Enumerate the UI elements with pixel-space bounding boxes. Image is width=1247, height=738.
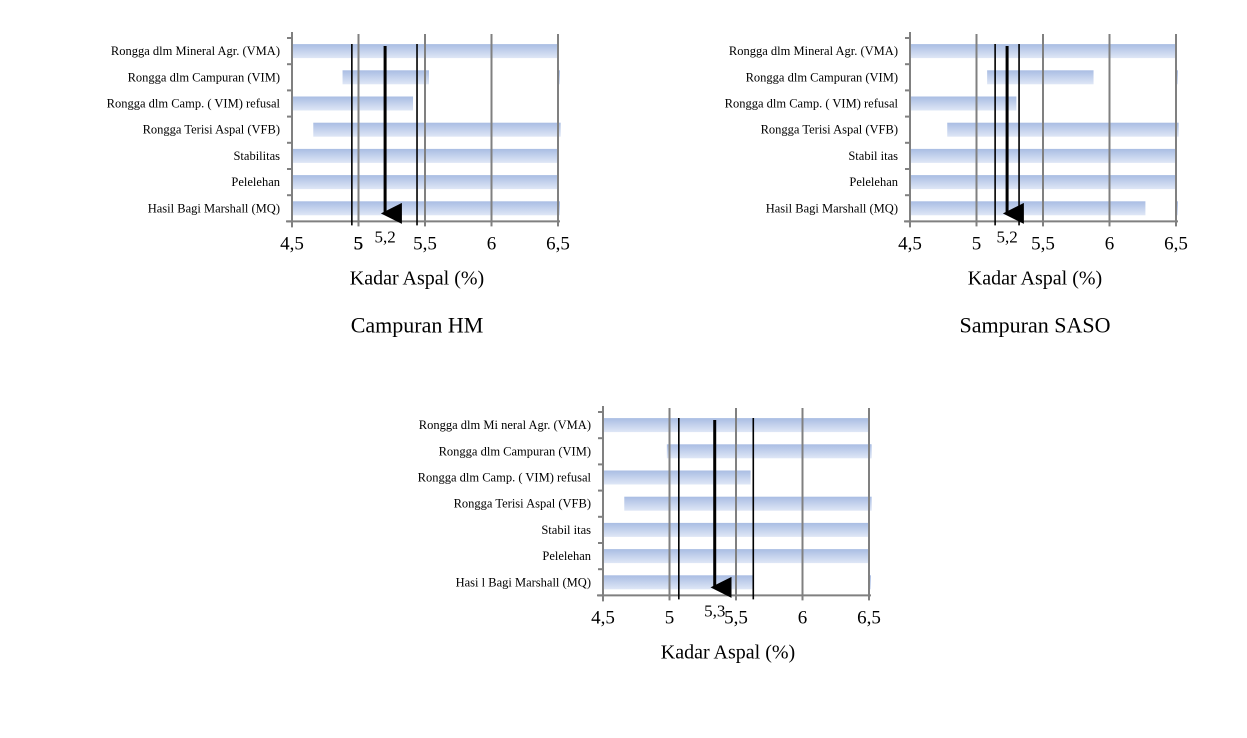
- bar: [910, 201, 1146, 216]
- category-label: Stabil itas: [541, 523, 591, 537]
- bar: [313, 122, 561, 137]
- x-tick-label: 5: [972, 233, 982, 254]
- x-axis-title: Kadar Aspal (%): [350, 267, 484, 289]
- bar: [987, 70, 1094, 85]
- category-label: Rongga Terisi Aspal (VFB): [143, 123, 280, 137]
- chart-panel-3: Rongga dlm Mi neral Agr. (VMA) Rongga dlm…: [418, 406, 881, 663]
- category-label: Rongga dlm Campuran (VIM): [746, 70, 898, 84]
- category-label: Rongga dlm Camp. ( VIM) refusal: [418, 471, 592, 485]
- category-label: Rongga dlm Camp. ( VIM) refusal: [107, 97, 281, 111]
- x-tick-label: 6: [798, 607, 808, 628]
- category-label: Rongga dlm Campuran (VIM): [128, 70, 280, 84]
- category-label: Hasil Bagi Marshall (MQ): [148, 201, 280, 215]
- bar: [624, 496, 872, 511]
- optimum-label: 5,3: [704, 601, 725, 620]
- x-tick-label: 5,5: [413, 233, 437, 254]
- bar: [910, 96, 1017, 111]
- category-label: Pelelehan: [542, 549, 591, 563]
- x-tick-label: 5: [354, 233, 364, 254]
- optimum-label: 5,2: [374, 227, 395, 246]
- x-tick-label: 5: [665, 607, 675, 628]
- x-tick-label: 4,5: [898, 233, 922, 254]
- chart-caption: Sampuran SASO: [960, 312, 1111, 337]
- category-label: Rongga Terisi Aspal (VFB): [454, 497, 591, 511]
- x-tick-label: 6,5: [1164, 233, 1188, 254]
- category-label: Pelelehan: [849, 175, 898, 189]
- category-label: Rongga dlm Camp. ( VIM) refusal: [725, 97, 899, 111]
- chart-caption: Campuran HM: [351, 312, 484, 337]
- category-label: Rongga dlm Mineral Agr. (VMA): [111, 44, 280, 58]
- x-tick-label: 4,5: [591, 607, 615, 628]
- x-tick-label: 5,5: [1031, 233, 1055, 254]
- x-tick-label: 6,5: [546, 233, 570, 254]
- chart-panel-2: Rongga dlm Mineral Agr. (VMA) Rongga dlm …: [725, 32, 1188, 337]
- category-label: Hasil Bagi Marshall (MQ): [766, 201, 898, 215]
- x-tick-label: 6: [487, 233, 497, 254]
- bar: [603, 470, 751, 485]
- chart-panel-1: Rongga dlm Mineral Agr. (VMA) Rongga dlm …: [107, 32, 570, 337]
- x-tick-label: 6,5: [857, 607, 881, 628]
- category-label: Stabil itas: [848, 149, 898, 163]
- x-tick-label: 5,5: [724, 607, 748, 628]
- category-label: Rongga dlm Mineral Agr. (VMA): [729, 44, 898, 58]
- category-label: Stabilitas: [233, 149, 280, 163]
- category-label: Pelelehan: [231, 175, 280, 189]
- x-tick-label: 6: [1105, 233, 1115, 254]
- x-axis-title: Kadar Aspal (%): [968, 267, 1102, 289]
- bar: [947, 122, 1179, 137]
- extra-tick-label: 5: [353, 233, 363, 254]
- x-tick-label: 4,5: [280, 233, 304, 254]
- x-axis-title: Kadar Aspal (%): [661, 641, 795, 663]
- category-label: Rongga Terisi Aspal (VFB): [761, 123, 898, 137]
- category-label: Rongga dlm Mi neral Agr. (VMA): [419, 418, 591, 432]
- category-label: Rongga dlm Campuran (VIM): [439, 444, 591, 458]
- optimum-label: 5,2: [996, 227, 1017, 246]
- category-label: Hasi l Bagi Marshall (MQ): [456, 575, 591, 589]
- bar: [666, 444, 872, 459]
